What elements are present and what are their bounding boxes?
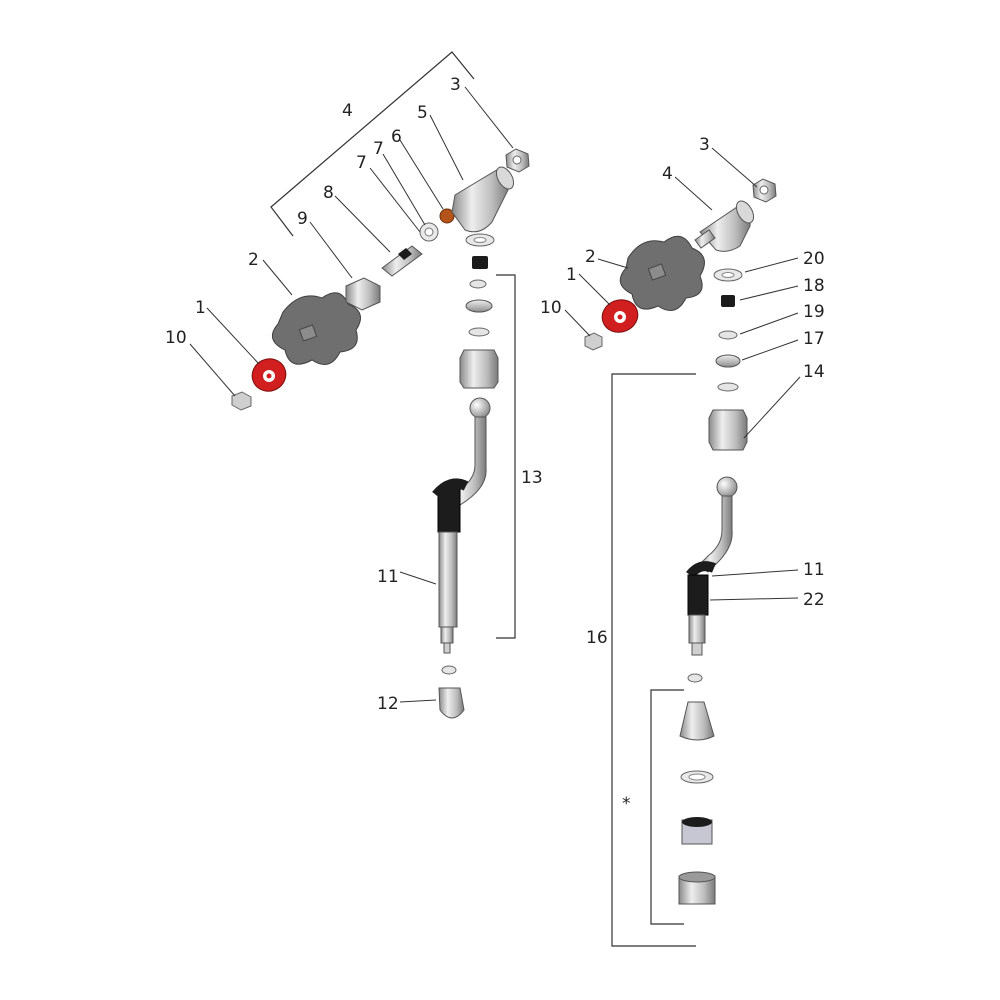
leader-10-left (189, 343, 236, 397)
leader-1-right (578, 273, 611, 306)
callout-12-left: 12 (377, 694, 399, 714)
nut-3-left (505, 148, 530, 173)
leader-9-left (309, 221, 353, 279)
washer-left-c (465, 299, 493, 313)
callout-20-right: 20 (803, 249, 825, 269)
washer-7a-hole (424, 227, 434, 237)
leader-7b-left (369, 167, 421, 233)
callout-7b-left: 7 (356, 153, 367, 173)
packing-nut-9 (345, 277, 381, 311)
callout-3-right: 3 (699, 135, 710, 155)
stem-8 (381, 245, 423, 277)
seat-6 (439, 208, 455, 224)
leader-1-left (206, 307, 260, 365)
leader-22-right (709, 597, 799, 601)
callout-9-left: 9 (297, 209, 308, 229)
callout-11-left: 11 (377, 567, 399, 587)
aerator-insert (681, 817, 713, 845)
leader-8-left (334, 195, 391, 253)
leader-20-right (744, 257, 799, 273)
spout-11-right (686, 476, 738, 656)
callout-2-right: 2 (585, 247, 596, 267)
packing-18 (721, 295, 735, 307)
washer-17 (715, 354, 741, 368)
coupling-nut-left (459, 349, 499, 389)
callout-11-right: 11 (803, 560, 825, 580)
index-button-1 (251, 358, 287, 392)
callout-18-right: 18 (803, 276, 825, 296)
leader-14-right (743, 376, 801, 439)
washer-left-d (468, 327, 490, 337)
washer-left-b (469, 279, 487, 289)
cap-10 (231, 391, 252, 411)
left-assembly: 1 2 3 4 5 6 7 7 8 9 10 11 12 13 (165, 51, 543, 719)
callout-13-left: 13 (521, 468, 543, 488)
callout-7a-left: 7 (373, 139, 384, 159)
callout-2-left: 2 (248, 250, 259, 270)
leader-18-right (739, 285, 799, 301)
coupling-nut-14 (708, 409, 748, 451)
leader-19-right (739, 312, 799, 335)
bracket-4 (270, 51, 475, 237)
callout-17-right: 17 (803, 329, 825, 349)
leader-7a-left (382, 153, 426, 226)
callout-1-right: 1 (566, 265, 577, 285)
callout-8-left: 8 (323, 183, 334, 203)
callout-4-right: 4 (662, 164, 673, 184)
callout-star-right: * (622, 794, 631, 814)
callout-10-right: 10 (540, 298, 562, 318)
washer-right-tip (687, 673, 703, 683)
cap-10-right (584, 332, 603, 351)
bracket-star (650, 689, 684, 925)
valve-body-5 (451, 166, 515, 233)
callout-10-left: 10 (165, 328, 187, 348)
callout-16-right: 16 (586, 628, 608, 648)
callout-6-left: 6 (391, 127, 402, 147)
nut-3-right (752, 178, 777, 203)
leader-5-left (429, 114, 464, 181)
callout-5-left: 5 (417, 103, 428, 123)
callout-14-right: 14 (803, 362, 825, 382)
index-button-1-right (601, 299, 639, 333)
callout-4-left: 4 (342, 101, 353, 121)
leader-2-right (597, 258, 629, 269)
spout-11-left (432, 397, 491, 654)
leader-11-right (711, 569, 799, 577)
leader-3-right (711, 147, 758, 188)
leader-12-left (399, 699, 437, 703)
packing-left (472, 256, 488, 269)
bracket-13 (496, 274, 516, 639)
leader-3-left (464, 86, 514, 149)
washer-19 (718, 330, 738, 340)
leader-6-left (399, 139, 444, 210)
leader-17-right (741, 339, 799, 361)
leader-11-left (399, 571, 437, 585)
leader-4-right (674, 176, 713, 211)
handle-2 (271, 292, 361, 365)
bracket-16 (611, 373, 696, 947)
washer-right-extra (717, 382, 739, 392)
right-assembly: 1 2 3 4 10 11 14 16 17 18 19 20 22 * (540, 135, 825, 947)
aerator-cone (679, 701, 715, 741)
callout-19-right: 19 (803, 302, 825, 322)
callout-1-left: 1 (195, 298, 206, 318)
leader-10-right (564, 309, 591, 337)
callout-3-left: 3 (450, 75, 461, 95)
leader-2-left (262, 259, 293, 296)
valve-body-4-right (694, 200, 755, 252)
tip-12 (438, 687, 465, 719)
washer-left-e (441, 665, 457, 675)
handle-2-right (619, 235, 705, 311)
callout-22-right: 22 (803, 590, 825, 610)
aerator-housing (678, 871, 716, 905)
